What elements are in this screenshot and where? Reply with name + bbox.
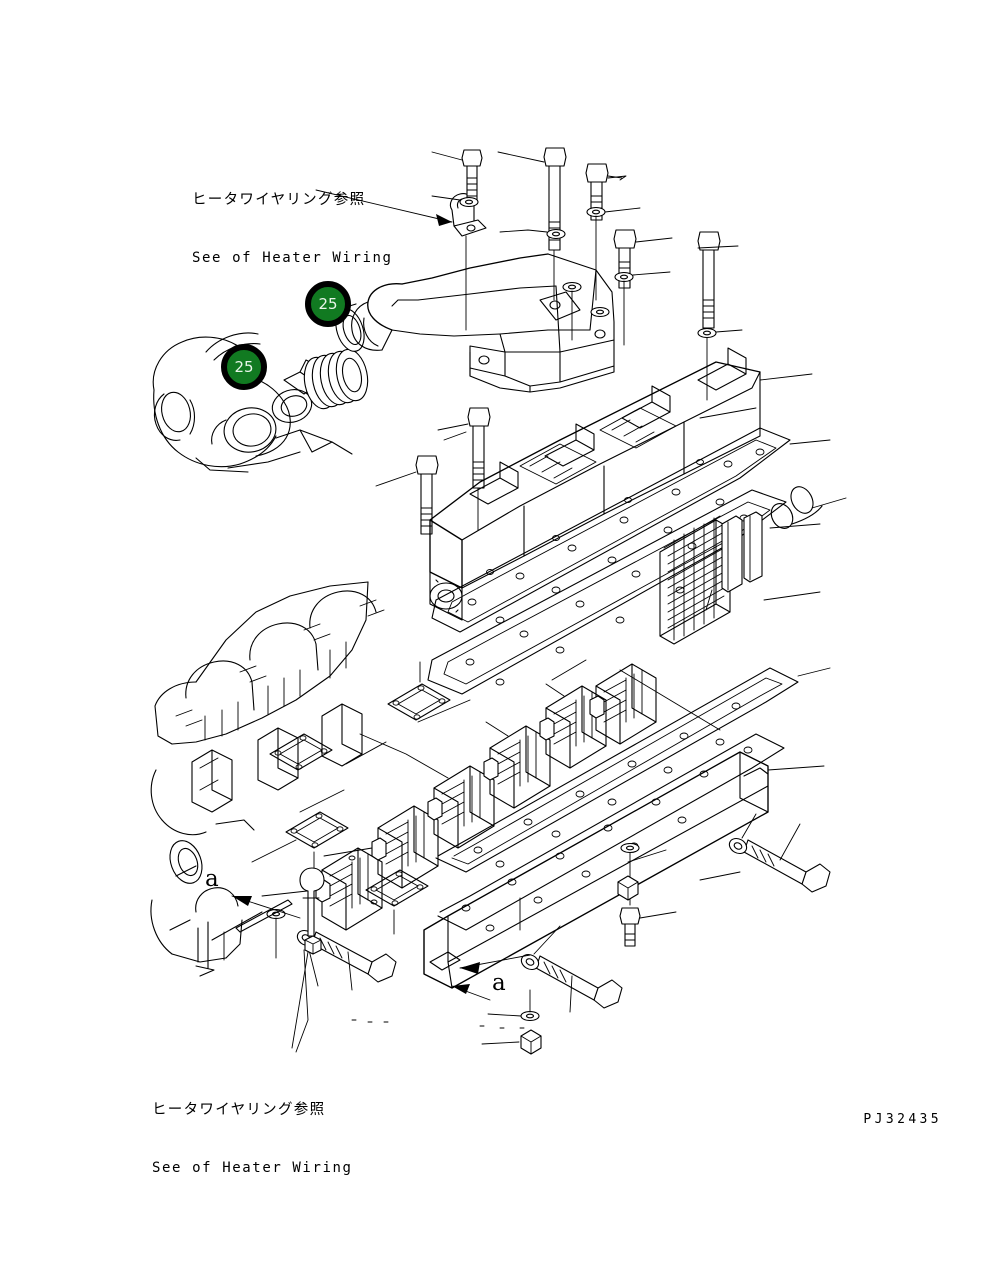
mounting-bolt [497, 147, 567, 301]
mounting-bolt [619, 907, 677, 947]
drawing-number: PJ32435 [863, 1112, 942, 1127]
reference-mark-a-left: a [205, 866, 219, 892]
top-reference-note: ヒータワイヤリング参照 See of Heater Wiring [192, 150, 393, 309]
callout-badge-label: 25 [318, 294, 338, 313]
reference-mark-a-right: a [492, 970, 506, 996]
callout-badge-label: 25 [234, 357, 254, 376]
reference-arrow-a-left [231, 895, 301, 919]
mounting-bolt [375, 455, 439, 535]
heater-element [539, 683, 607, 769]
callout-badge-25-upper[interactable]: 25 [305, 281, 351, 327]
cylinder-head-block [150, 581, 385, 963]
mounting-bolt [291, 867, 325, 1049]
mounting-bolt [613, 229, 673, 289]
top-reference-note-jp: ヒータワイヤリング参照 [192, 191, 366, 208]
heater-wiring-clamp [449, 193, 487, 331]
turbocharger [152, 332, 353, 473]
washer [697, 327, 743, 401]
top-reference-note-en: See of Heater Wiring [192, 250, 393, 267]
mounting-bolt [697, 231, 739, 329]
washer [614, 271, 671, 346]
long-through-bolt [311, 931, 397, 991]
mounting-bolt [585, 163, 627, 221]
long-through-bolt [743, 823, 831, 893]
intake-connection-bracket [195, 899, 293, 977]
long-through-bolt [535, 955, 623, 1013]
washer [728, 813, 757, 855]
washer [499, 228, 566, 240]
washer [266, 908, 286, 959]
washer [590, 306, 610, 318]
nut [617, 875, 639, 901]
heater-element-gasket [365, 869, 429, 935]
washer [431, 195, 479, 208]
washer [586, 206, 641, 301]
heater-element-gasket [269, 733, 333, 771]
callout-badge-25-lower[interactable]: 25 [221, 344, 267, 390]
lower-intake-housing-rail [435, 667, 831, 873]
washer [487, 989, 540, 1022]
air-heater-grid [659, 486, 847, 645]
intake-manifold-gasket [431, 427, 831, 633]
heater-element-gasket [285, 811, 349, 877]
mounting-bolt [437, 407, 491, 531]
air-connector-sleeve [303, 303, 369, 410]
heater-element [483, 721, 551, 809]
washer [562, 281, 582, 341]
washer [520, 925, 561, 971]
bottom-reference-note: ヒータワイヤリング参照 See of Heater Wiring [152, 1060, 353, 1219]
leader-line-bottom-note [295, 949, 309, 1053]
nut [481, 1029, 542, 1055]
heater-element [323, 805, 439, 889]
mounting-bolt [304, 935, 322, 955]
bottom-reference-note-en: See of Heater Wiring [152, 1160, 353, 1177]
reference-arrow-housing [451, 984, 491, 1001]
air-intake-connector [351, 253, 615, 393]
intake-manifold-body [429, 347, 813, 621]
heater-element [359, 733, 495, 849]
registration-ticks [351, 1019, 525, 1029]
bottom-reference-note-jp: ヒータワイヤリング参照 [152, 1101, 326, 1118]
leader-line-top-note [315, 189, 453, 226]
heater-element [589, 663, 721, 745]
lower-intake-housing [423, 733, 825, 989]
reference-arrow-a-right [459, 954, 531, 974]
leader-lines [251, 407, 821, 881]
heater-element-gasket [387, 661, 451, 721]
